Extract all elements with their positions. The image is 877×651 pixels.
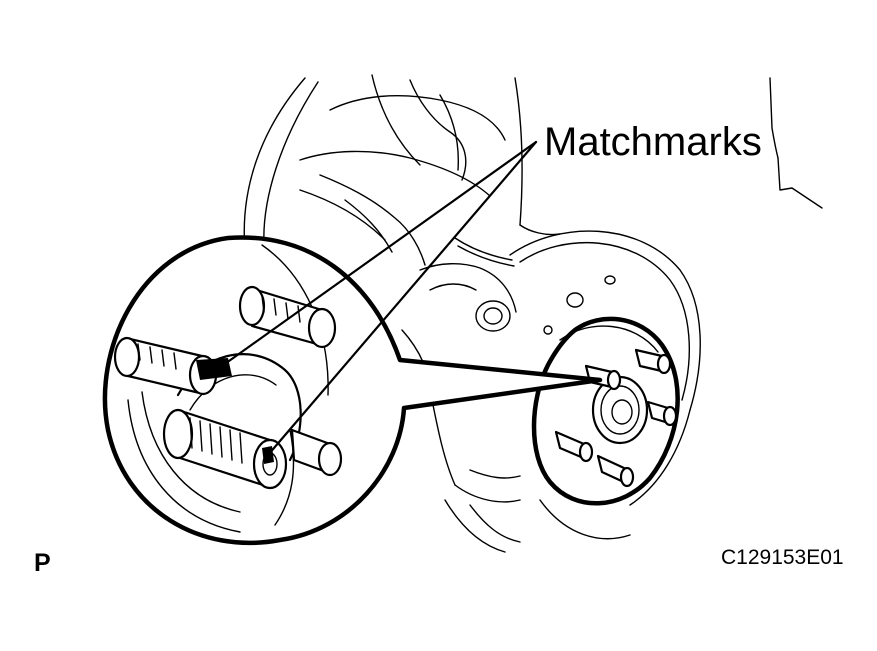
- matchmarks-label: Matchmarks: [544, 120, 762, 164]
- matchmark-block: [196, 358, 232, 380]
- leader-lines: [220, 140, 538, 457]
- magnifier-circle: [102, 235, 603, 546]
- view-code-label: P: [34, 549, 51, 577]
- figure-id-label: C129153E01: [721, 546, 844, 569]
- hub-bolt: [554, 430, 594, 463]
- hub-bolt: [646, 400, 678, 427]
- hub-bolt: [634, 348, 672, 375]
- axle-hub: [531, 316, 680, 506]
- hub-bolt: [596, 454, 635, 488]
- knuckle-assembly: [243, 74, 823, 553]
